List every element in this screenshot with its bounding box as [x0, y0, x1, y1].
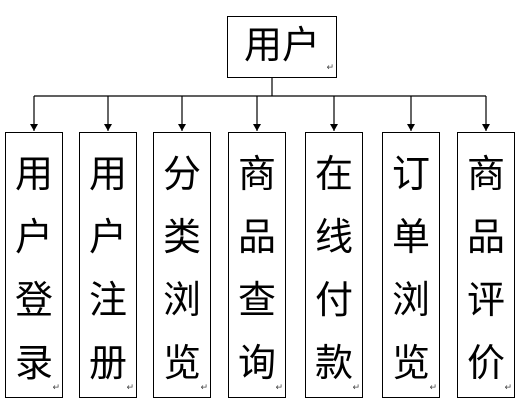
paragraph-mark: ↵ — [504, 383, 512, 393]
child-node-label: 订 单 浏 览 — [391, 152, 430, 385]
root-node-label: 用户 — [243, 23, 320, 67]
child-node-product-review: 商 品 评 价 ↵ — [457, 132, 515, 398]
child-node-label: 分 类 浏 览 — [162, 152, 201, 385]
child-node-user-register: 用 户 注 册 ↵ — [79, 132, 137, 398]
child-node-user-login: 用 户 登 录 ↵ — [5, 132, 63, 398]
child-node-label: 商 品 查 询 — [237, 152, 276, 385]
child-node-product-search: 商 品 查 询 ↵ — [228, 132, 286, 398]
child-node-label: 用 户 注 册 — [88, 152, 127, 385]
child-node-online-payment: 在 线 付 款 ↵ — [305, 132, 363, 398]
paragraph-mark: ↵ — [200, 383, 208, 393]
paragraph-mark: ↵ — [52, 383, 60, 393]
child-node-category-browse: 分 类 浏 览 ↵ — [153, 132, 211, 398]
child-node-order-browse: 订 单 浏 览 ↵ — [382, 132, 440, 398]
child-node-label: 用 户 登 录 — [14, 152, 53, 385]
paragraph-mark: ↵ — [275, 383, 283, 393]
paragraph-mark: ↵ — [326, 63, 334, 73]
child-node-label: 在 线 付 款 — [314, 152, 353, 385]
paragraph-mark: ↵ — [126, 383, 134, 393]
root-node: 用户 ↵ — [227, 16, 337, 78]
paragraph-mark: ↵ — [352, 383, 360, 393]
child-node-label: 商 品 评 价 — [466, 152, 505, 385]
paragraph-mark: ↵ — [429, 383, 437, 393]
